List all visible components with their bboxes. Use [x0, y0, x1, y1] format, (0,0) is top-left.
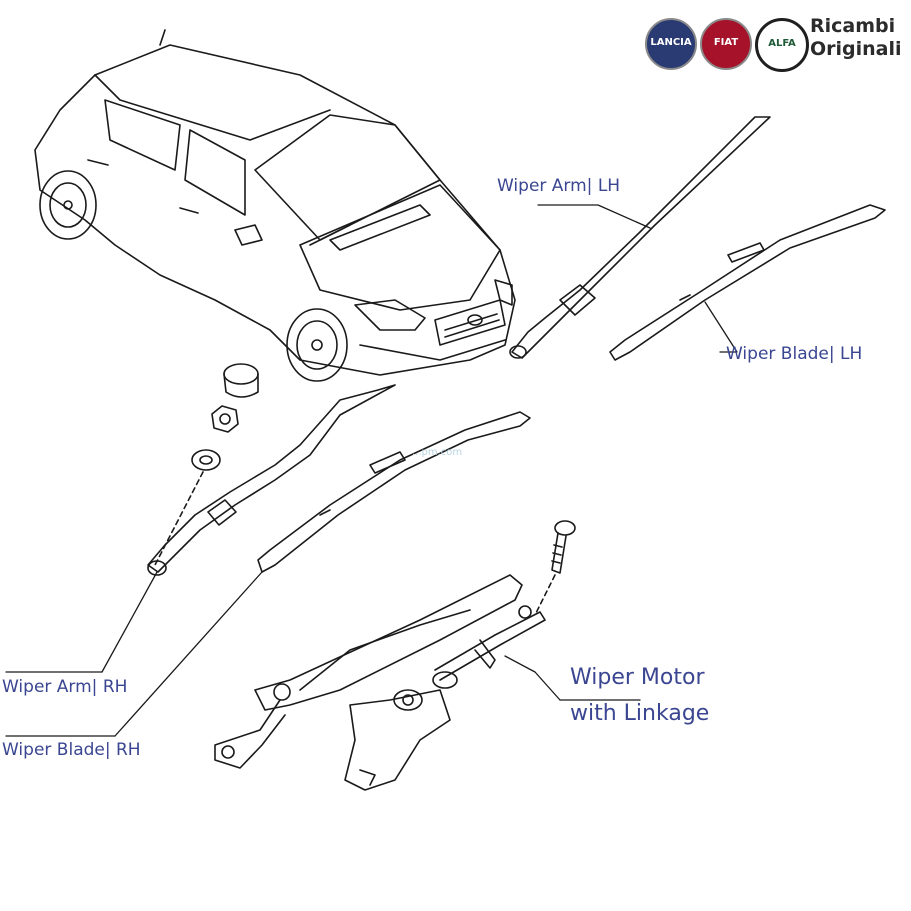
label-wiper-blade-lh: Wiper Blade| LH	[726, 344, 863, 364]
label-wiper-blade-rh: Wiper Blade| RH	[2, 740, 141, 760]
wiper-blade-lh-part	[609, 204, 886, 361]
fiat-logo-text: FIAT	[713, 37, 739, 48]
wiper-blade-rh-part	[257, 411, 531, 573]
bolt-part	[534, 520, 576, 616]
label-wiper-arm-rh: Wiper Arm| RH	[2, 677, 128, 697]
cap-nut-washer-parts	[154, 363, 259, 566]
brand-line-2: Originali	[810, 38, 902, 60]
label-wiper-motor-line-1: Wiper Motor	[570, 665, 705, 690]
label-wiper-arm-lh: Wiper Arm| LH	[497, 176, 621, 196]
alfa-romeo-logo-text: ALFA	[768, 38, 796, 49]
fiat-logo: FIAT	[700, 18, 752, 70]
leader-lines	[5, 204, 738, 737]
watermark-text: ...pm.com	[412, 447, 463, 458]
brand-line-1: Ricambi	[810, 15, 896, 37]
wiper-arm-lh-part	[509, 116, 771, 359]
wiper-arm-rh-part	[147, 384, 396, 576]
lancia-logo-text: LANCIA	[650, 37, 692, 48]
car-illustration	[34, 29, 516, 382]
lancia-logo: LANCIA	[645, 18, 697, 70]
label-wiper-motor: Wiper Motor with Linkage	[570, 660, 709, 732]
alfa-romeo-logo: ALFA	[755, 18, 809, 72]
label-wiper-motor-line-2: with Linkage	[570, 701, 710, 726]
ricambi-originali-brand: Ricambi Originali	[810, 15, 902, 61]
wiper-motor-linkage-part	[214, 574, 546, 791]
